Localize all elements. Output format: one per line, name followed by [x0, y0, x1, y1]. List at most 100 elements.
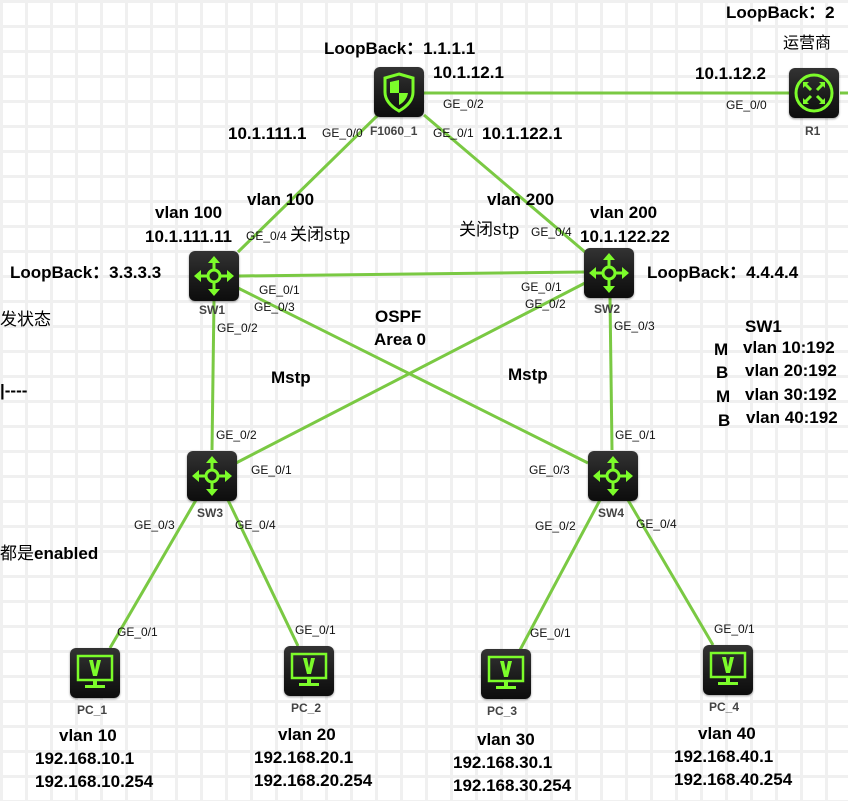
- sw4-ge03-port: GE_0/3: [529, 463, 570, 477]
- pc4-vlan: vlan 40: [698, 724, 756, 743]
- switch-sw1[interactable]: [189, 251, 239, 301]
- link-sw2-sw3: [235, 281, 586, 465]
- fw-ge02-port: GE_0/2: [443, 97, 484, 111]
- ospf-label: OSPF: [375, 307, 422, 326]
- left-note-state: 发状态: [0, 310, 51, 330]
- switch-sw2[interactable]: [584, 248, 634, 298]
- sw2-loopback-label: LoopBack：4.4.4.4: [647, 263, 799, 282]
- sw3-ge01-port: GE_0/1: [251, 463, 292, 477]
- switch-icon: [589, 253, 629, 293]
- fw-loopback-label: LoopBack：1.1.1.1: [324, 39, 476, 58]
- sw4-ge01-port: GE_0/1: [615, 428, 656, 442]
- sw2-ge03-port: GE_0/3: [614, 319, 655, 333]
- sw2-ge04-port: GE_0/4: [531, 225, 572, 239]
- link-sw1-sw2: [237, 270, 586, 278]
- sw1-table-row-role: M: [716, 387, 731, 406]
- fw-sw2-vlan-label: vlan 200: [487, 190, 555, 209]
- sw1-ge04-port: GE_0/4: [246, 229, 287, 243]
- device-name-fw: F1060_1: [370, 124, 418, 138]
- pc3-vlan: vlan 30: [477, 730, 535, 749]
- pc-3[interactable]: [481, 649, 531, 699]
- device-name-sw4: SW4: [598, 506, 625, 520]
- pc-monitor-icon: [76, 654, 114, 688]
- sw3-ge02-port: GE_0/2: [216, 428, 257, 442]
- router-icon: [794, 73, 834, 113]
- pc1-port: GE_0/1: [117, 625, 158, 639]
- link-sw4-pc4: [626, 499, 715, 646]
- r1-ge00-ip: 10.1.12.2: [695, 64, 766, 83]
- pc-monitor-icon: [709, 651, 747, 685]
- sw1-ge01-port: GE_0/1: [259, 283, 300, 297]
- pc-2[interactable]: [284, 646, 334, 696]
- pc4-port: GE_0/1: [714, 622, 755, 636]
- fw-ge01-port: GE_0/1: [433, 126, 474, 140]
- pc1-gateway: 192.168.10.254: [35, 772, 154, 791]
- switch-icon: [194, 256, 234, 296]
- pc2-gateway: 192.168.20.254: [254, 771, 373, 790]
- pc3-ip: 192.168.30.1: [453, 753, 553, 772]
- link-sw1-sw3: [210, 299, 216, 451]
- sw2-ge02-port: GE_0/2: [525, 297, 566, 311]
- device-name-pc4: PC_4: [709, 700, 740, 714]
- device-name-pc2: PC_2: [291, 701, 322, 715]
- device-name-r1: R1: [805, 124, 821, 138]
- device-name-pc1: PC_1: [77, 703, 108, 717]
- link-sw3-pc1: [108, 499, 198, 649]
- pc2-ip: 192.168.20.1: [254, 748, 354, 767]
- sw1-stp-note: 关闭stp: [290, 225, 351, 245]
- link-sw4-pc3: [518, 499, 602, 651]
- pc4-ip: 192.168.40.1: [674, 747, 774, 766]
- sw1-table-row-text: vlan 10:192: [743, 338, 835, 357]
- sw1-table-title: SW1: [745, 317, 782, 336]
- pc-4[interactable]: [703, 645, 753, 695]
- switch-icon: [192, 456, 232, 496]
- pc4-gateway: 192.168.40.254: [674, 770, 793, 789]
- pc3-gateway: 192.168.30.254: [453, 776, 572, 795]
- left-note-enabled-en: enabled: [34, 544, 99, 563]
- firewall-shield-icon: [383, 72, 415, 113]
- sw1-ip-label: 10.1.111.11: [145, 227, 232, 246]
- router-r1[interactable]: [789, 68, 839, 118]
- sw1-ge03-port: GE_0/3: [254, 300, 295, 314]
- sw1-table-row-text: vlan 30:192: [745, 385, 837, 404]
- sw2-ip-label: 10.1.122.22: [580, 227, 670, 246]
- link-sw2-sw4: [608, 297, 614, 451]
- sw4-ge02-port: GE_0/2: [535, 519, 576, 533]
- sw1-table-row-role: B: [718, 411, 731, 430]
- left-note-enabled: 都是enabled: [0, 544, 98, 564]
- switch-sw3[interactable]: [187, 451, 237, 501]
- mstp-right-label: Mstp: [508, 365, 548, 384]
- link-sw1-sw4: [237, 286, 589, 465]
- switch-sw4[interactable]: [588, 451, 638, 501]
- pc2-port: GE_0/1: [295, 623, 336, 637]
- fw-ge01-ip: 10.1.122.1: [482, 124, 563, 143]
- sw1-table-row-text: vlan 40:192: [746, 408, 838, 427]
- link-fw-sw1: [236, 113, 380, 254]
- fw-ge00-port: GE_0/0: [322, 126, 363, 140]
- switch-icon: [593, 456, 633, 496]
- device-name-sw2: SW2: [594, 302, 621, 316]
- left-note-enabled-cn: 都是: [0, 544, 34, 564]
- sw1-table-row-role: B: [716, 363, 729, 382]
- r1-loopback-label: LoopBack：2: [726, 3, 835, 22]
- pc-monitor-icon: [487, 655, 525, 689]
- sw1-ge02-port: GE_0/2: [217, 321, 258, 335]
- fw-ge00-ip: 10.1.111.1: [228, 124, 307, 143]
- sw2-vlan-label: vlan 200: [590, 203, 658, 222]
- sw3-ge03-port: GE_0/3: [134, 518, 175, 532]
- pc1-vlan: vlan 10: [59, 726, 117, 745]
- pc1-ip: 192.168.10.1: [35, 749, 135, 768]
- device-name-pc3: PC_3: [487, 704, 518, 718]
- fw-ge02-ip: 10.1.12.1: [433, 63, 504, 82]
- firewall-f1060-1[interactable]: [374, 67, 424, 117]
- link-sw3-pc2: [226, 499, 300, 647]
- pc2-vlan: vlan 20: [278, 725, 336, 744]
- sw4-ge04-port: GE_0/4: [636, 517, 677, 531]
- fw-sw1-vlan-label: vlan 100: [247, 190, 315, 209]
- mstp-left-label: Mstp: [271, 368, 311, 387]
- device-name-sw3: SW3: [197, 506, 224, 520]
- pc3-port: GE_0/1: [530, 626, 571, 640]
- pc-1[interactable]: [70, 648, 120, 698]
- pc-monitor-icon: [290, 652, 328, 686]
